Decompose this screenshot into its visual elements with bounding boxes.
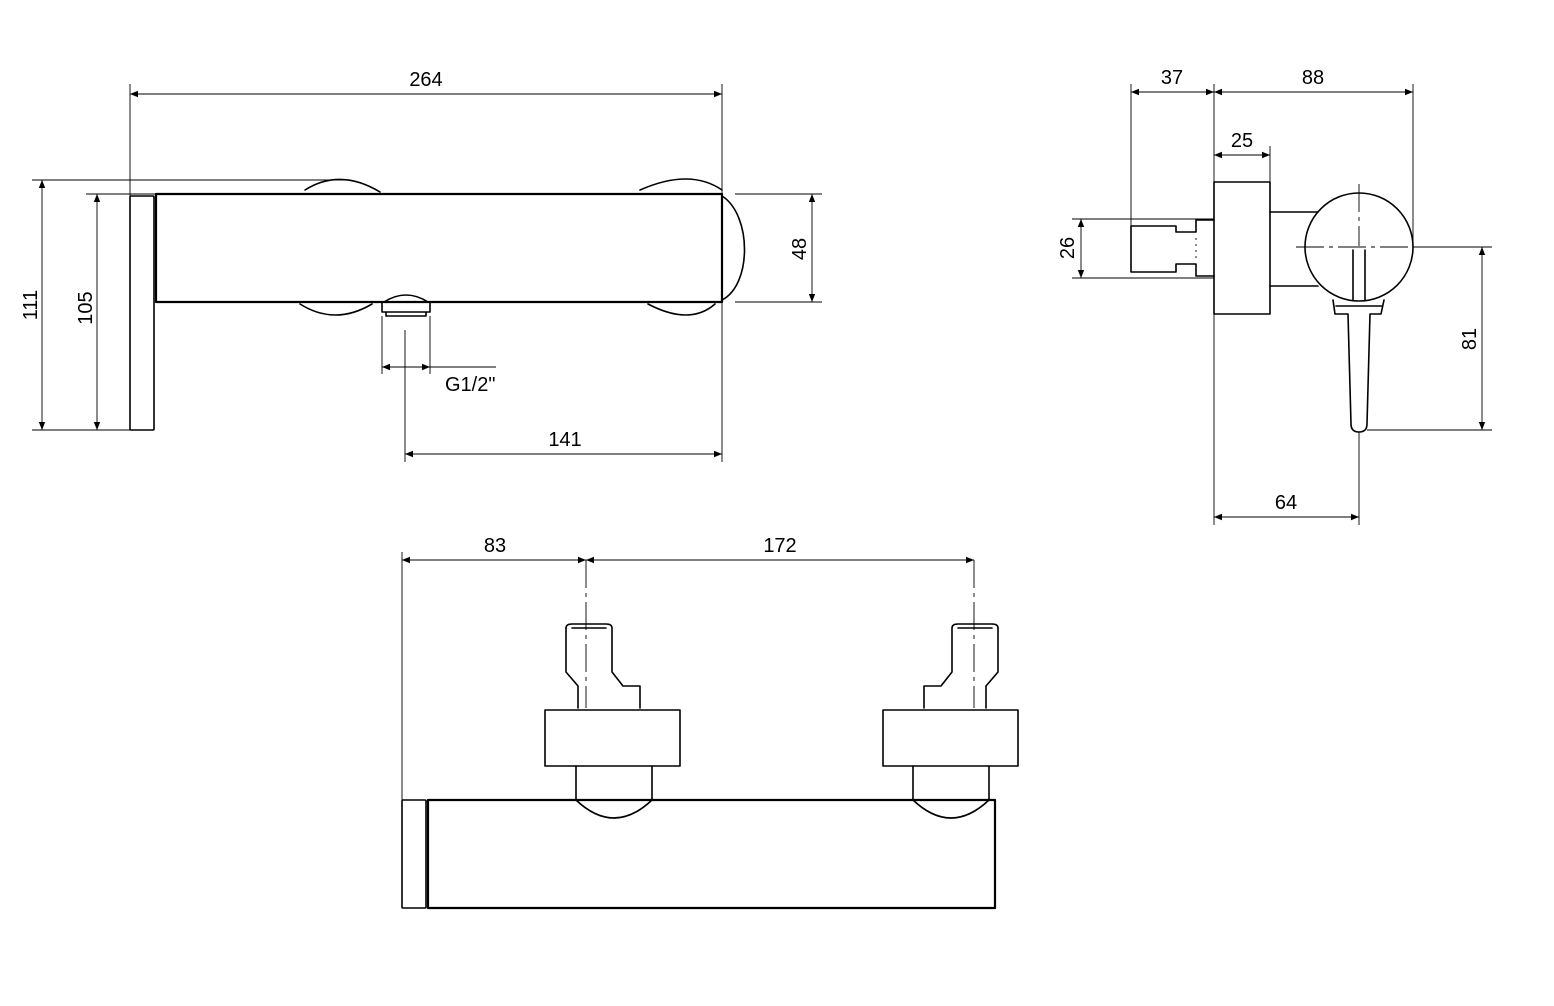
end-view: 37 88 25 26 81 64 [1057,67,1492,525]
dim-64-label: 64 [1275,492,1297,514]
dim-83-label: 83 [484,535,506,557]
top-view: 83 172 [401,535,1019,910]
dim-26-label: 26 [1057,237,1079,259]
inlet-left-rosette [544,709,681,767]
dim-172-label: 172 [763,535,796,557]
dim-25-label: 25 [1231,130,1253,152]
dim-81-label: 81 [1459,328,1481,350]
wall-plate [129,195,155,431]
dim-105-label: 105 [75,291,97,324]
inlet-right-rosette [882,709,1019,767]
dim-264-label: 264 [409,69,442,91]
rosette-arc-right-top [639,178,723,191]
dim-37-label: 37 [1161,67,1183,89]
outlet-fitting [381,294,431,317]
dim-141-label: 141 [548,429,581,451]
rosette-arc-right-bottom [647,303,716,316]
top-wall-plate [401,799,427,909]
inlet-left [544,560,681,819]
inlet-right [882,560,1019,819]
lever [1332,299,1385,433]
rosette-arc-left-top [304,178,381,193]
side-view: 264 111 105 48 G1/2" 141 [20,69,822,462]
top-mixer-body [426,798,997,910]
rosette-arc-left-bottom [299,303,373,316]
dim-48-label: 48 [789,238,811,260]
end-cap-arc [721,195,746,301]
dim-88-label: 88 [1302,67,1324,89]
connector [1130,219,1215,277]
dim-111-label: 111 [20,290,42,320]
dim-g12-label: G1/2" [445,374,495,396]
mixer-body [154,192,724,304]
rosette [1213,181,1271,315]
